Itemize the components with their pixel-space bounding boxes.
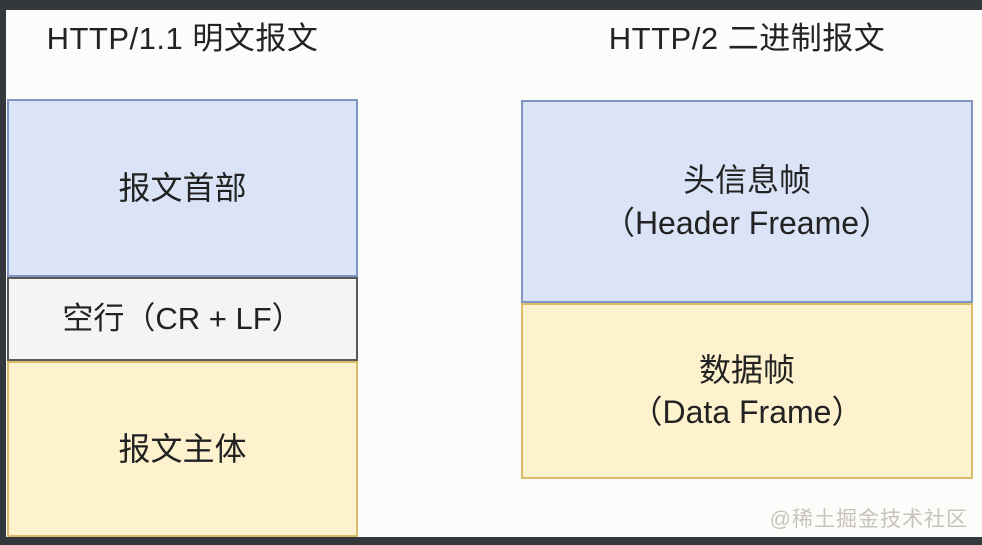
http1-message-header-label: 报文首部 (118, 169, 247, 206)
http2-header-frame-box: 头信息帧 （Header Freame） (521, 100, 973, 303)
dark-edge-left (0, 0, 6, 545)
http2-data-frame-label-cn: 数据帧 (698, 351, 795, 388)
http1-message-header-box: 报文首部 (7, 99, 358, 277)
http2-header-frame-label-en: （Header Freame） (602, 204, 892, 241)
right-column-title: HTTP/2 二进制报文 (608, 21, 886, 56)
http1-message-body-label: 报文主体 (118, 430, 247, 467)
http1-message-body-box: 报文主体 (7, 361, 358, 537)
http2-data-frame-label-en: （Data Frame） (630, 394, 864, 430)
http1-blank-line-box: 空行（CR + LF） (7, 277, 358, 361)
dark-edge-top (0, 0, 982, 10)
left-column-title: HTTP/1.1 明文报文 (46, 21, 319, 56)
http1-blank-line-label: 空行（CR + LF） (62, 300, 303, 336)
http2-data-frame-box: 数据帧 （Data Frame） (521, 303, 973, 479)
http2-header-frame-label-cn: 头信息帧 (682, 162, 811, 199)
dark-edge-bottom (0, 537, 982, 545)
community-watermark: @稀土掘金技术社区 (769, 508, 968, 531)
